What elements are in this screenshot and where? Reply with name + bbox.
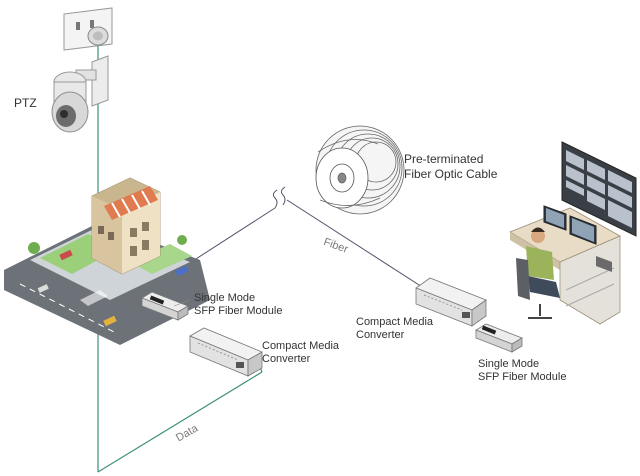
- label-leaders: [173, 299, 191, 307]
- cable-label-line2: Fiber Optic Cable: [404, 167, 498, 181]
- mc-right-label-line1: Compact Media: [356, 316, 434, 328]
- ptz-label: PTZ: [14, 96, 37, 110]
- media-converter-right: [415, 277, 487, 327]
- cable-label-line1: Pre-terminated: [404, 152, 484, 166]
- sfp-right-label-line2: SFP Fiber Module: [478, 371, 567, 383]
- ptz-camera: [51, 55, 109, 133]
- mc-right-label-line2: Converter: [356, 329, 405, 341]
- awning: [104, 186, 158, 220]
- wall-outlet: [63, 7, 113, 51]
- city-block: [4, 177, 210, 345]
- mc-left-label-line2: Converter: [262, 353, 311, 365]
- mc-left-label-line1: Compact Media: [262, 340, 340, 352]
- sfp-right-label-line1: Single Mode: [478, 358, 540, 370]
- media-converter-left: [189, 327, 263, 377]
- sfp-module-right: [475, 323, 523, 353]
- monitoring-center: [509, 141, 637, 325]
- fiber-cable-reel: [315, 125, 405, 215]
- sfp-left-label-line1: Single Mode: [194, 292, 256, 304]
- sfp-left-label-line2: SFP Fiber Module: [194, 305, 283, 317]
- sfp-module-left: [141, 291, 189, 321]
